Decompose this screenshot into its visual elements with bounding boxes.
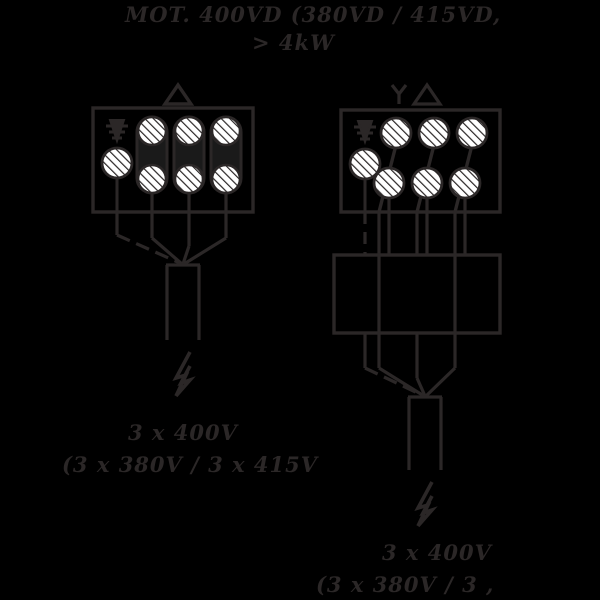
right-terminal-block (339, 108, 502, 214)
left-supply-bolt-icon (172, 351, 196, 398)
right-supply-bolt-icon (414, 481, 438, 528)
right-terminals-bottom (372, 166, 482, 200)
right-cable-label-2: (3 x 380V / 3 , (316, 572, 495, 597)
left-cable (165, 263, 201, 340)
starter-box-internal-bars (377, 255, 457, 333)
right-block-wires-upper (377, 198, 467, 255)
left-cable-label-1: 3 x 400V (128, 420, 238, 445)
left-block-wires (115, 193, 228, 246)
title-line-2: > 4kW (252, 30, 335, 55)
left-terminals-bottom (136, 163, 242, 195)
left-cable-label-2: (3 x 380V / 3 x 415V (62, 452, 318, 477)
title-line-1: MOT. 400VD (380VD / 415VD, (125, 2, 502, 27)
left-earth-wire (116, 233, 183, 266)
left-terminal-block (91, 106, 255, 214)
right-phase-wires (378, 366, 457, 398)
right-terminals-top (379, 116, 489, 150)
left-terminals-top (136, 115, 242, 147)
left-phase-wires (150, 236, 227, 266)
right-earth-symbol (354, 120, 376, 146)
left-earth-symbol (106, 119, 128, 145)
right-cable-label-1: 3 x 400V (382, 540, 492, 565)
right-cable (407, 395, 443, 470)
star-delta-symbol (390, 82, 444, 106)
delta-symbol (161, 81, 195, 106)
star-delta-starter-box (332, 253, 502, 335)
right-block-wires-lower (363, 333, 457, 378)
left-earth-terminal (100, 146, 134, 180)
